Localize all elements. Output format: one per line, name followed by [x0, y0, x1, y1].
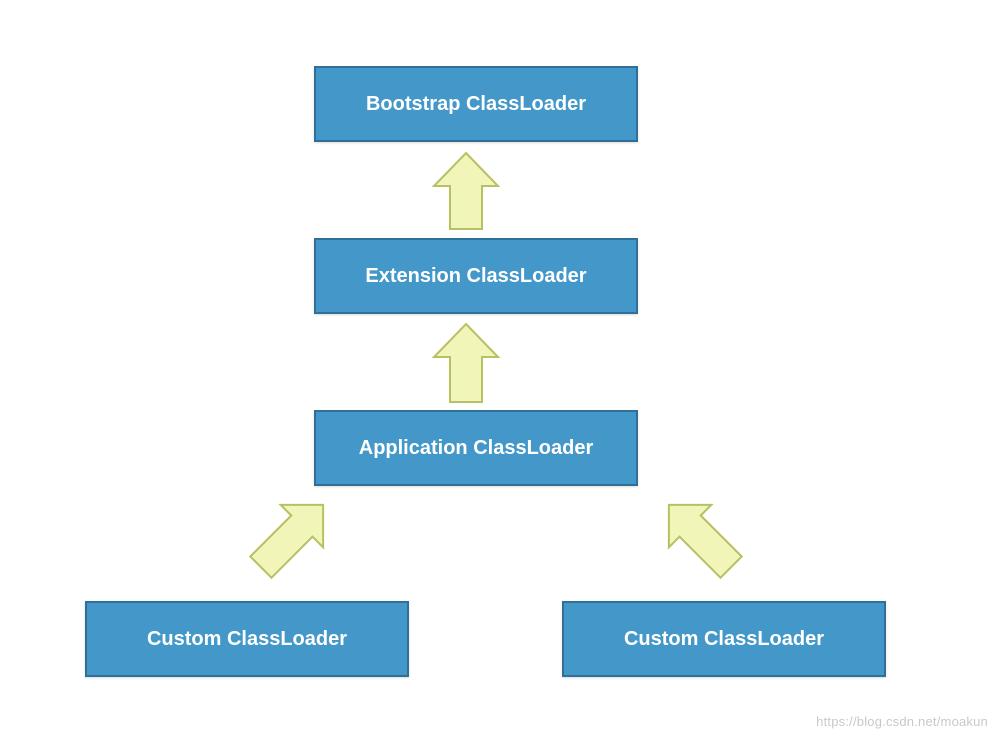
bootstrap-classloader-node: Bootstrap ClassLoader: [314, 66, 638, 142]
arrow-extension-to-bootstrap-icon: [431, 151, 501, 230]
application-classloader-node: Application ClassLoader: [314, 410, 638, 486]
watermark-text: https://blog.csdn.net/moakun: [816, 714, 988, 729]
arrow-application-to-extension-icon: [431, 322, 501, 403]
extension-classloader-node: Extension ClassLoader: [314, 238, 638, 314]
custom-classloader-left-node: Custom ClassLoader: [85, 601, 409, 677]
arrow-custom-left-to-application-icon: [248, 503, 325, 580]
custom-classloader-right-node: Custom ClassLoader: [562, 601, 886, 677]
arrow-custom-right-to-application-icon: [667, 503, 744, 580]
